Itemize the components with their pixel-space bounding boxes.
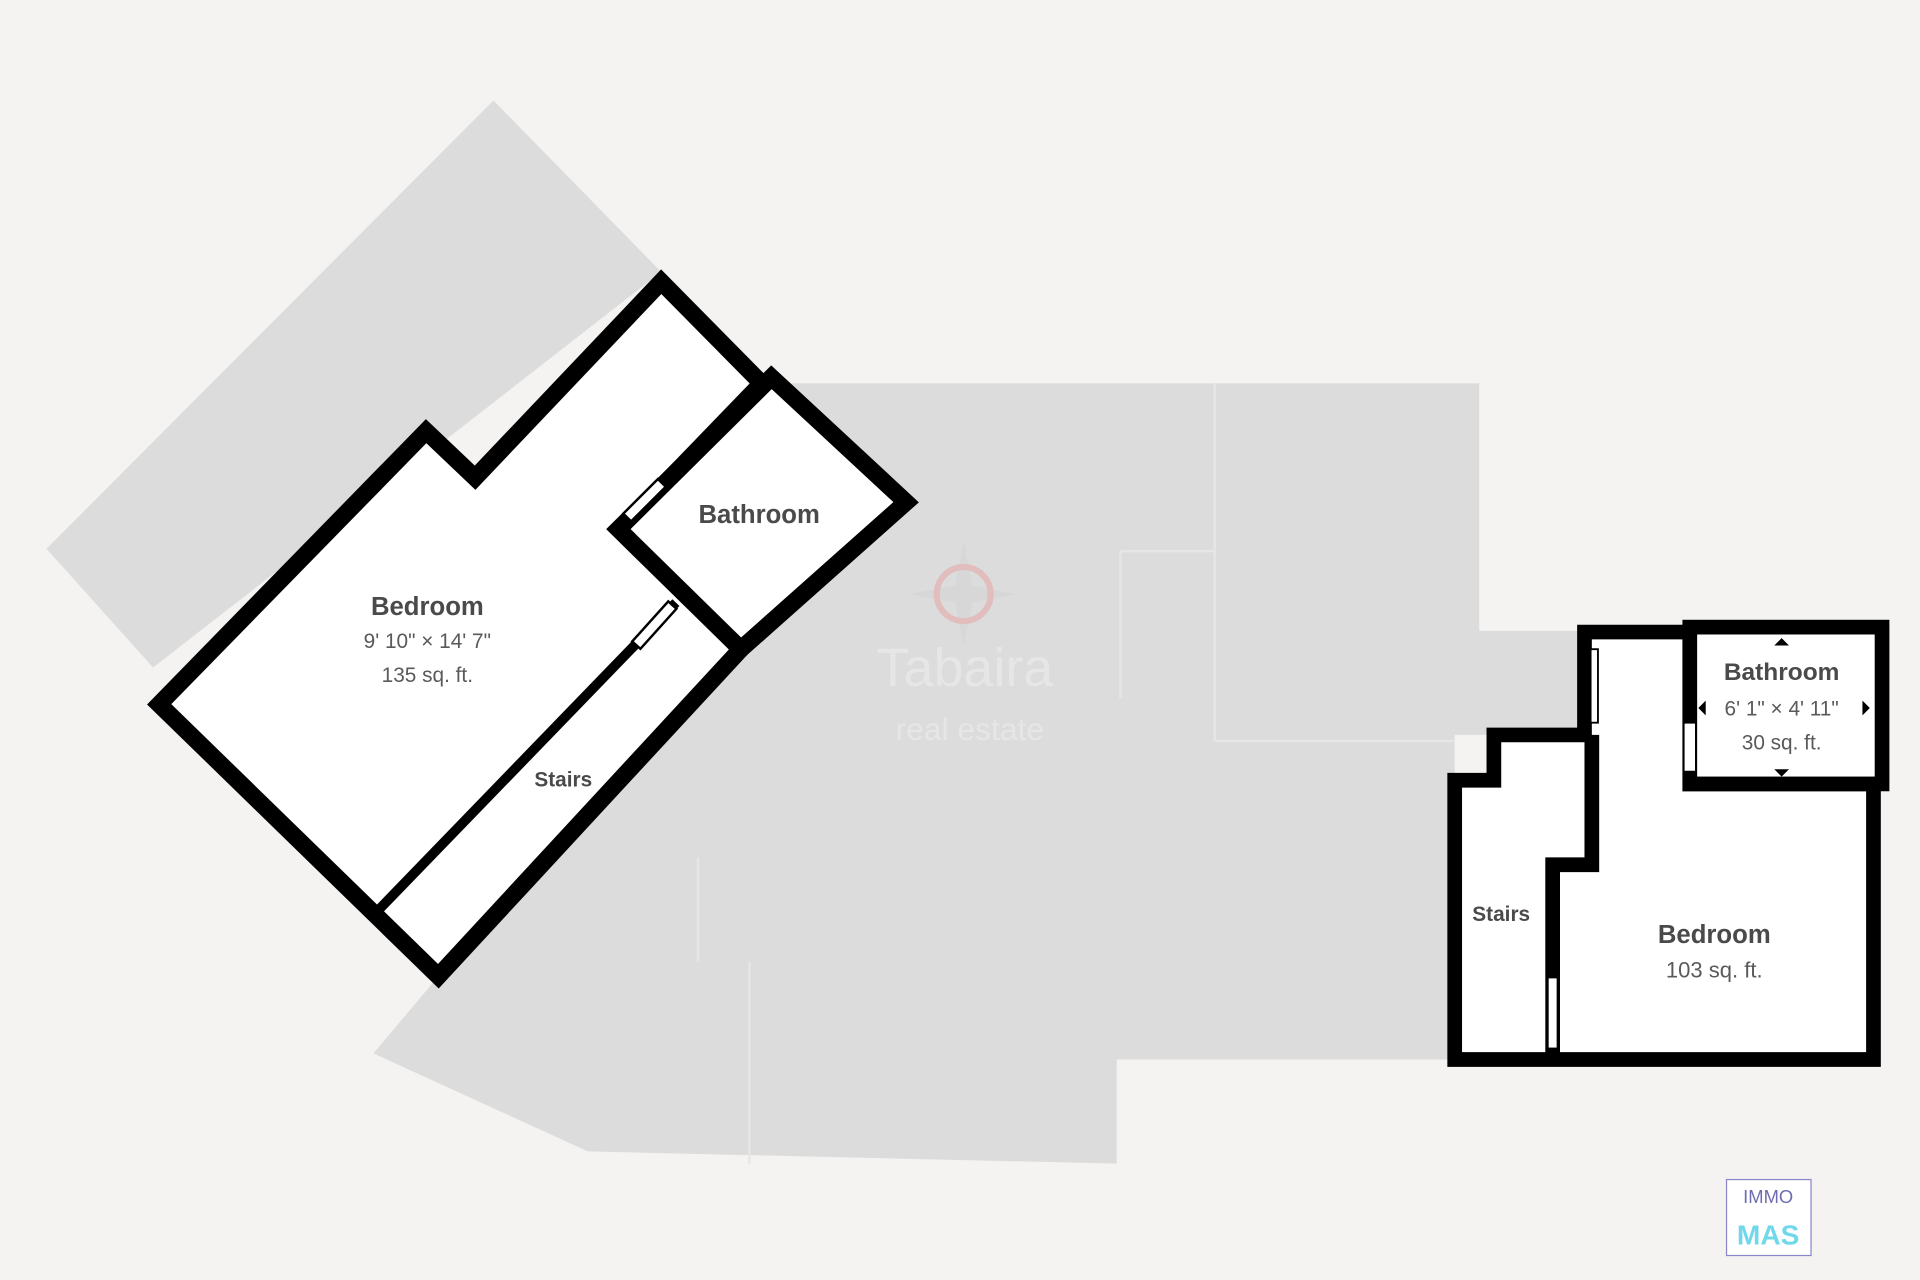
logo-line1: IMMO — [1743, 1186, 1793, 1207]
right-bedroom-name: Bedroom — [1658, 921, 1771, 949]
bathroom-room-right — [1682, 619, 1890, 792]
immomas-logo: IMMO MAS — [1725, 1178, 1812, 1257]
exterior-area-left — [46, 100, 662, 668]
watermark-line2: real estate — [895, 711, 1044, 747]
logo-line2: MAS — [1737, 1219, 1800, 1250]
right-stairs-name: Stairs — [1472, 903, 1530, 926]
left-stairs-name: Stairs — [534, 768, 592, 791]
floorplan-left — [147, 269, 919, 989]
watermark-compass-icon — [908, 541, 1017, 647]
left-bedroom-area: 135 sq. ft. — [382, 664, 473, 687]
right-bathroom-area: 30 sq. ft. — [1742, 732, 1822, 755]
dimension-arrow-icons — [1698, 638, 1870, 777]
right-bathroom-name: Bathroom — [1724, 659, 1840, 686]
bathroom-room — [606, 365, 919, 661]
exterior-area-center — [373, 383, 1592, 1164]
right-bedroom-area: 103 sq. ft. — [1666, 957, 1763, 982]
left-bedroom-dimensions: 9' 10" × 14' 7" — [364, 630, 491, 653]
doors-left — [621, 477, 679, 651]
watermark-line1: Tabaira — [877, 638, 1054, 698]
right-bathroom-dimensions: 6' 1" × 4' 11" — [1725, 697, 1839, 720]
stairs-wall — [376, 599, 680, 913]
exterior-lines — [696, 383, 1455, 1164]
doors-right — [1546, 648, 1697, 1050]
floorplan-right — [1447, 619, 1890, 1067]
left-bathroom-name: Bathroom — [699, 501, 820, 529]
left-bedroom-name: Bedroom — [371, 593, 484, 621]
